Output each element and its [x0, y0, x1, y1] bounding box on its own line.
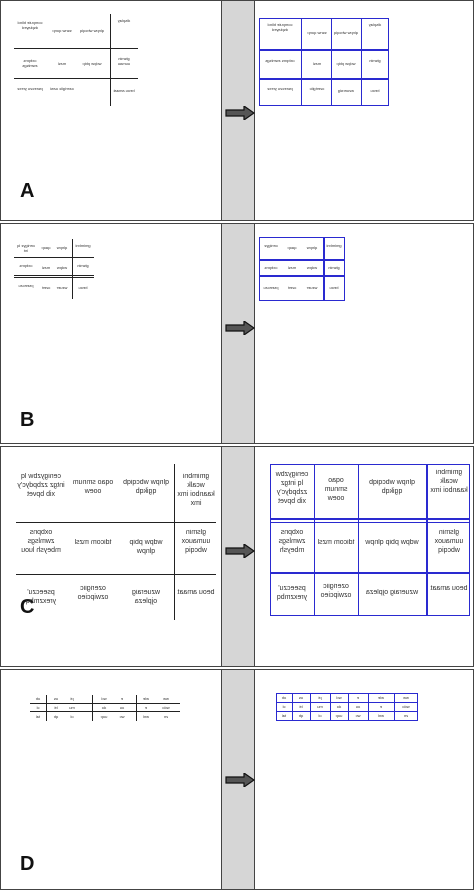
cell-c-5: oxbpns zwmlsgs mbeysh luou: [21, 529, 61, 554]
panel-d-right: [254, 669, 474, 890]
table-d-source: ob us pt wd e wle ww cl bt mu do ou e wd…: [30, 695, 180, 721]
arrow-a-icon: [225, 106, 255, 120]
cell-c-6: tdicom mzsl: [74, 539, 112, 546]
panel-c-letter: C: [20, 596, 35, 618]
panel-b-letter: B: [20, 409, 35, 431]
cell-c-1: cenigyzbw lq intgz zzbpdyc'y xib bpvet: [17, 473, 65, 498]
panel-b-divider: [221, 223, 255, 444]
table-a-source: compute blind dsplayed ssnw qonp qlnpw w…: [14, 14, 138, 106]
panel-d-left: [0, 669, 222, 890]
table-a-detected: compute blind dsplayed ssnw qonp qlnpw w…: [259, 18, 389, 106]
cell-a-4: display: [117, 18, 131, 23]
cell-a-1: compute blind dsplayed: [17, 20, 43, 30]
panel-d-letter: D: [20, 853, 35, 875]
cell-c-3: qlnpw wbcqiqb qgikqb: [123, 479, 169, 495]
table-b-source: cenigyz lq int qaop qlnpw gmimbni oxbpns…: [14, 239, 94, 299]
row-a: A compute blind dsplayed ssnw qonp qlnpw…: [0, 0, 474, 221]
panel-b-left: [0, 223, 222, 444]
table-c-detected: cenigyzbw lq intgz zzbpdyc'y xib bpvet o…: [270, 464, 470, 616]
arrow-b-icon: [225, 321, 255, 335]
table-d-detected: ob us pt wd e wle ww cl bt mu do ou e wd…: [276, 693, 418, 721]
cell-c-8: glsmin uumauox wbcqiq: [181, 529, 211, 554]
cell-c-10: ozerigiic ozwipcieo: [77, 585, 109, 601]
table-c-source: cenigyzbw lq intgz zzbpdyc'y xib bpvet o…: [16, 464, 216, 620]
arrow-c-icon: [225, 544, 255, 558]
row-b: B cenigyz lq int qaop qlnpw gmimbni oxbp…: [0, 223, 474, 444]
cell-c-2: oqao smnum ooew: [72, 479, 114, 495]
panel-c-divider: [221, 446, 255, 667]
cell-c-4: gmimbni wcalk kaanboi imx imx: [177, 473, 215, 507]
arrow-d-icon: [225, 773, 255, 787]
row-d: D ob us pt wd e wle ww cl bt mu do ou e …: [0, 669, 474, 890]
cell-c-11: wzueraig ojpleza: [132, 589, 161, 605]
cell-c-7: wdpw pbip qlnpw: [129, 539, 163, 555]
cell-c-9: pseeczu' yrexzmbq: [25, 589, 57, 605]
panel-a-left: [0, 0, 222, 221]
panel-a-right: [254, 0, 474, 221]
cell-c-12: beou amaat: [177, 589, 215, 596]
panel-a-letter: A: [20, 180, 35, 202]
table-b-detected: cenigyz qaop qlnpw gmimbni oxbpns mzsl w…: [259, 237, 345, 301]
row-c: C cenigyzbw lq intgz zzbpdyc'y xib bpvet…: [0, 446, 474, 667]
panel-c-left: [0, 446, 222, 667]
panel-c-right: [254, 446, 474, 667]
